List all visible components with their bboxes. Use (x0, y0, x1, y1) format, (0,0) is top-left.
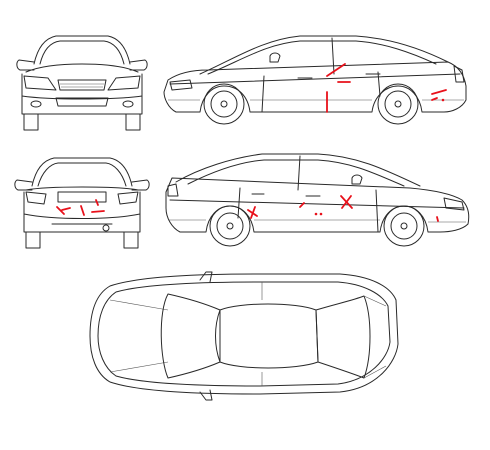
damage-mark-right-side-14 (314, 212, 318, 216)
damage-mark-left-side-5 (441, 98, 445, 102)
front-view (16, 35, 148, 131)
top-view (89, 271, 399, 401)
damage-mark-left-side-4 (431, 97, 438, 101)
damage-mark-right-side-13 (299, 202, 305, 208)
rear-view (14, 157, 150, 249)
damage-mark-right-side-15 (319, 212, 323, 216)
left-side-view (163, 35, 467, 125)
damage-mark-rear-10 (95, 199, 99, 206)
damage-mark-right-side-12 (250, 206, 256, 219)
damage-marks (56, 63, 447, 222)
damage-mark-left-side-3 (431, 89, 447, 95)
right-side-view (165, 153, 470, 247)
damage-mark-rear-6 (56, 206, 65, 215)
damage-mark-right-side-17 (341, 195, 352, 209)
damage-mark-right-side-18 (436, 216, 439, 222)
damage-mark-rear-8 (80, 205, 85, 216)
damage-mark-left-side-0 (326, 63, 346, 77)
damage-mark-rear-7 (61, 207, 71, 211)
damage-mark-rear-9 (91, 210, 105, 213)
